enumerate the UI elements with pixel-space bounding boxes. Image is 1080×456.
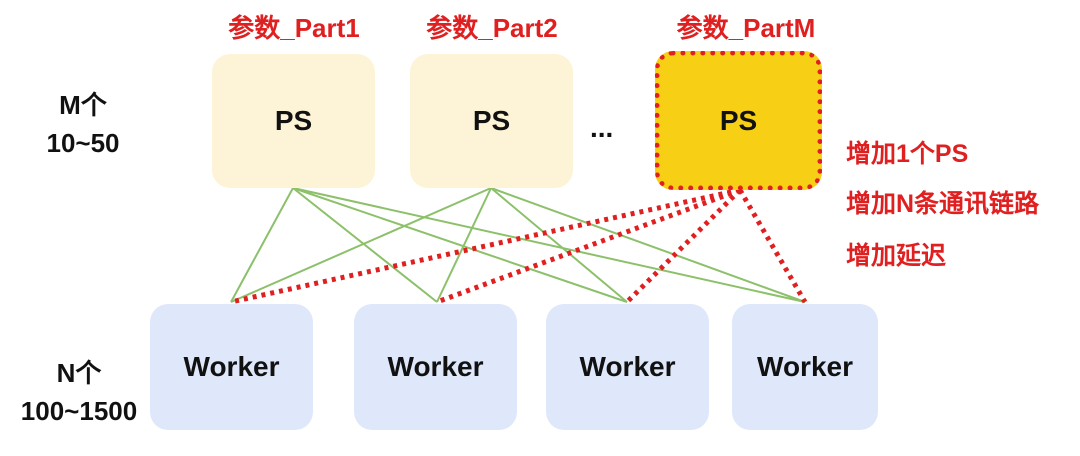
new-link-psm-worker1 [230,187,741,305]
ps-node-m-new: PS [655,51,822,190]
ps-node-1: PS [212,54,375,188]
ps-node-label: PS [719,104,758,136]
worker-node-2: Worker [354,304,517,430]
worker-node-label: Worker [183,351,280,382]
worker-node-3: Worker [546,304,709,430]
ps-node-label: PS [274,105,313,136]
ps-ellipsis: ... [590,112,614,143]
worker-node-1: Worker [150,304,313,430]
ps-count-label: M个 10~50 [28,86,138,162]
part-label-1: 参数_Part1 [228,13,360,43]
note-add-ps: 增加1个PS [846,140,969,168]
part-label-2: 参数_Part2 [426,13,558,43]
part-label-m: 参数_PartM [676,13,816,43]
ps-range: 10~50 [46,128,120,158]
ps-node-label: PS [472,105,511,136]
ps-count: M个 [59,90,107,120]
ps-node-2: PS [410,54,573,188]
worker-node-label: Worker [387,351,484,382]
link-ps2-worker2 [436,187,492,303]
worker-node-label: Worker [579,351,676,382]
link-ps2-worker3 [490,187,628,303]
new-link-psm-worker3 [625,188,742,304]
link-ps1-worker2 [292,187,438,303]
link-ps1-worker4 [292,187,806,303]
worker-range: 100~1500 [20,396,138,426]
new-link-psm-worker4 [737,188,808,304]
link-ps1-worker1 [230,187,294,303]
link-ps1-worker3 [292,187,628,303]
link-ps2-worker1 [230,187,492,303]
note-add-latency: 增加延迟 [846,242,947,270]
worker-count-label: N个 100~1500 [4,354,154,430]
worker-count: N个 [56,358,102,388]
link-ps2-worker4 [490,187,806,303]
worker-node-label: Worker [757,351,853,382]
worker-node-4: Worker [732,304,878,430]
note-add-links: 增加N条通讯链路 [846,190,1040,218]
